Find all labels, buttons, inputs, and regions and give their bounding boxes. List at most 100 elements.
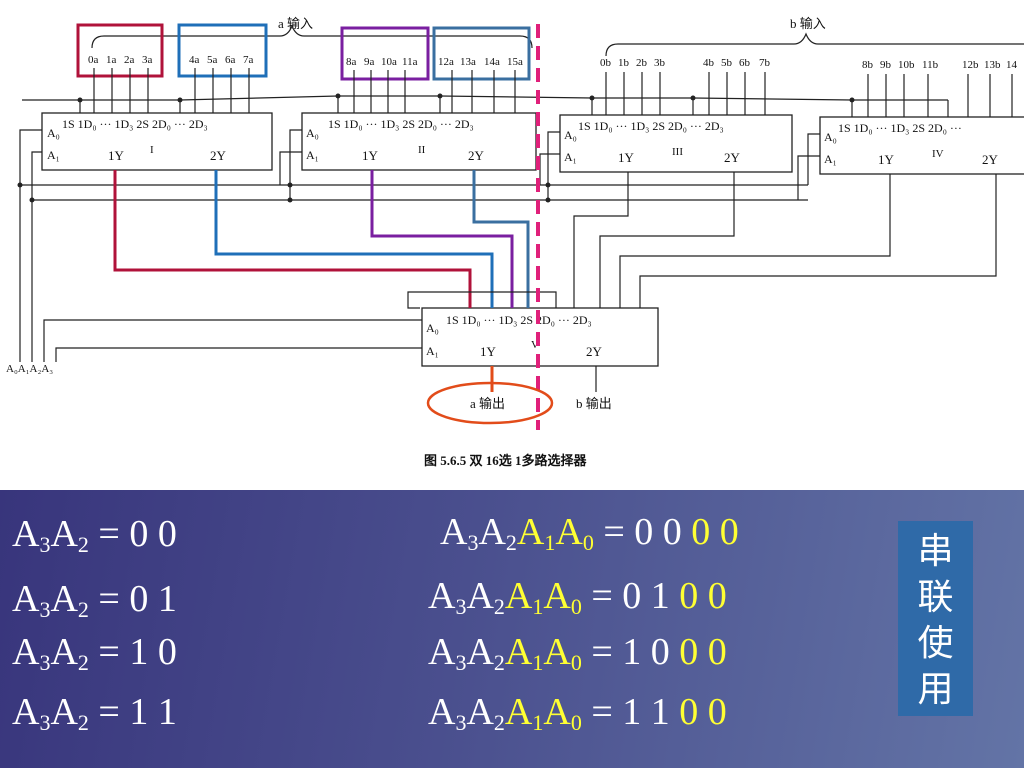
chip-a0-label: A₀ xyxy=(564,128,577,142)
chip-out1-label: 1Y xyxy=(480,344,497,359)
highlight-box-steel xyxy=(432,26,531,81)
pin-label: 11a xyxy=(402,56,418,68)
chip-a1-label: A₁ xyxy=(306,148,319,162)
chip-top-pins: 1S 1D₀ ··· 1D₃ 2S 2D₀ ··· 2D₃ xyxy=(62,117,208,131)
figure-caption: 图 5.6.5 双 16选 1多路选择器 xyxy=(424,453,588,468)
badge-char: 串 xyxy=(917,531,954,572)
chip-a0-label: A₀ xyxy=(306,126,319,140)
chip-out1-label: 1Y xyxy=(108,148,125,163)
chip-a0-label: A₀ xyxy=(824,130,837,144)
b-output-wires xyxy=(407,172,997,309)
right-equation-1: A3A2A1A0 = 0 0 0 0 xyxy=(440,511,739,555)
badge-char: 联 xyxy=(917,577,954,618)
chip-top-pins: 1S 1D₀ ··· 1D₃ 2S 2D₀ ··· 2D₃ xyxy=(578,119,724,133)
chip-a0-label: A₀ xyxy=(47,126,60,140)
wire-blue xyxy=(214,170,494,308)
pin-label: 9a xyxy=(364,56,375,68)
pin-label: 14a xyxy=(484,56,500,68)
wire-red xyxy=(113,170,472,308)
pin-label: 9b xyxy=(880,59,892,71)
chip-top-pins: 1S 1D₀ ··· 1D₃ 2S 2D₀ ··· xyxy=(838,121,962,135)
chip-a1-label: A₁ xyxy=(824,152,837,166)
pin-label: 4b xyxy=(703,57,715,69)
pin-label: 13a xyxy=(460,56,476,68)
highlight-box-purple xyxy=(340,26,430,81)
chip-top-pins: 1S 1D₀ ··· 1D₃ 2S 2D₀ ··· 2D₃ xyxy=(328,117,474,131)
left-equation-2: A3A2 = 0 1 xyxy=(12,578,177,622)
pin-label: 3b xyxy=(654,57,666,69)
right-equation-4: A3A2A1A0 = 1 1 0 0 xyxy=(428,691,727,735)
pin-label: 6a xyxy=(225,54,236,66)
pin-label: 14 xyxy=(1006,59,1018,71)
chip-I: 1S 1D₀ ··· 1D₃ 2S 2D₀ ··· 2D₃ A₀ A₁ 1Y I… xyxy=(41,112,273,171)
pin-label: 1a xyxy=(106,54,117,66)
input-wires xyxy=(22,68,1013,117)
b-input-label: b 输入 xyxy=(790,16,826,31)
chip-a1-label: A₁ xyxy=(47,148,60,162)
chip-II: 1S 1D₀ ··· 1D₃ 2S 2D₀ ··· 2D₃ A₀ A₁ 1Y I… xyxy=(301,112,537,171)
right-equation-3: A3A2A1A0 = 1 0 0 0 xyxy=(428,631,727,675)
pin-label: 15a xyxy=(507,56,523,68)
chip-id: III xyxy=(672,146,683,158)
chip-top-pins: 1S 1D₀ ··· 1D₃ 2S 2D₀ ··· 2D₃ xyxy=(446,313,592,327)
a-pin-labels: 0a 1a 2a 3a 4a 5a 6a 7a 8a 9a 10a 11a 12… xyxy=(88,54,523,68)
left-equation-3: A3A2 = 1 0 xyxy=(12,631,177,675)
wire-purple xyxy=(370,170,514,308)
chip-a1-label: A₁ xyxy=(426,344,439,358)
chip-IV: 1S 1D₀ ··· 1D₃ 2S 2D₀ ··· A₀ A₁ 1Y IV 2Y xyxy=(819,116,1024,175)
pin-label: 10a xyxy=(381,56,397,68)
pin-label: 12b xyxy=(962,59,979,71)
chip-a0-label: A₀ xyxy=(426,321,439,335)
right-equation-2: A3A2A1A0 = 0 1 0 0 xyxy=(428,575,727,619)
chip-out1-label: 1Y xyxy=(878,152,895,167)
badge-char: 使 xyxy=(917,623,954,664)
pin-label: 3a xyxy=(142,54,153,66)
pin-label: 5b xyxy=(721,57,733,69)
pin-label: 0a xyxy=(88,54,99,66)
chip-out2-label: 2Y xyxy=(586,344,603,359)
pin-label: 4a xyxy=(189,54,200,66)
pin-label: 7a xyxy=(243,54,254,66)
b-pin-labels: 0b 1b 2b 3b 4b 5b 6b 7b 8b 9b 10b 11b 12… xyxy=(600,57,1018,71)
chip-out2-label: 2Y xyxy=(982,152,999,167)
a-input-brace xyxy=(91,24,533,49)
equations-panel xyxy=(0,490,1024,768)
chip-a1-label: A₁ xyxy=(564,150,577,164)
badge-char: 用 xyxy=(917,669,954,710)
chip-id: I xyxy=(150,144,154,156)
chip-out1-label: 1Y xyxy=(618,150,635,165)
pin-label: 12a xyxy=(438,56,454,68)
chip-id: II xyxy=(418,144,426,156)
chip-out1-label: 1Y xyxy=(362,148,379,163)
a-output-label: a 输出 xyxy=(470,396,505,411)
b-input-brace xyxy=(605,32,1024,57)
b-output-label: b 输出 xyxy=(576,396,612,411)
mux-circuit-svg: a 输入 b 输入 0a 1a 2a 3a 4a 5a 6a 7a 8a 9a … xyxy=(6,16,1024,468)
chip-III: 1S 1D₀ ··· 1D₃ 2S 2D₀ ··· 2D₃ A₀ A₁ 1Y I… xyxy=(559,114,793,173)
pin-label: 7b xyxy=(759,57,771,69)
pin-label: 8b xyxy=(862,59,874,71)
pin-label: 1b xyxy=(618,57,630,69)
highlight-box-blue xyxy=(177,23,268,78)
left-equation-1: A3A2 = 0 0 xyxy=(12,513,177,557)
a-input-label: a 输入 xyxy=(278,16,313,31)
pin-label: 2b xyxy=(636,57,648,69)
pin-label: 5a xyxy=(207,54,218,66)
chip-out2-label: 2Y xyxy=(210,148,227,163)
chip-out2-label: 2Y xyxy=(468,148,485,163)
a-output-circle xyxy=(426,381,554,425)
pin-label: 8a xyxy=(346,56,357,68)
serial-use-badge: 串 联 使 用 xyxy=(898,521,973,716)
pin-label: 2a xyxy=(124,54,135,66)
pin-label: 0b xyxy=(600,57,612,69)
chip-id: IV xyxy=(932,148,944,160)
highlight-box-red xyxy=(76,23,164,78)
chip-out2-label: 2Y xyxy=(724,150,741,165)
left-equation-4: A3A2 = 1 1 xyxy=(12,691,177,735)
pin-label: 11b xyxy=(922,59,939,71)
multiplexer-diagram: a 输入 b 输入 0a 1a 2a 3a 4a 5a 6a 7a 8a 9a … xyxy=(6,16,1024,468)
select-inputs-label: A₀A₁A₂A₃ xyxy=(6,363,53,375)
wire-steel xyxy=(472,170,530,308)
chip-id: V xyxy=(531,339,539,351)
select-wires xyxy=(19,129,820,362)
